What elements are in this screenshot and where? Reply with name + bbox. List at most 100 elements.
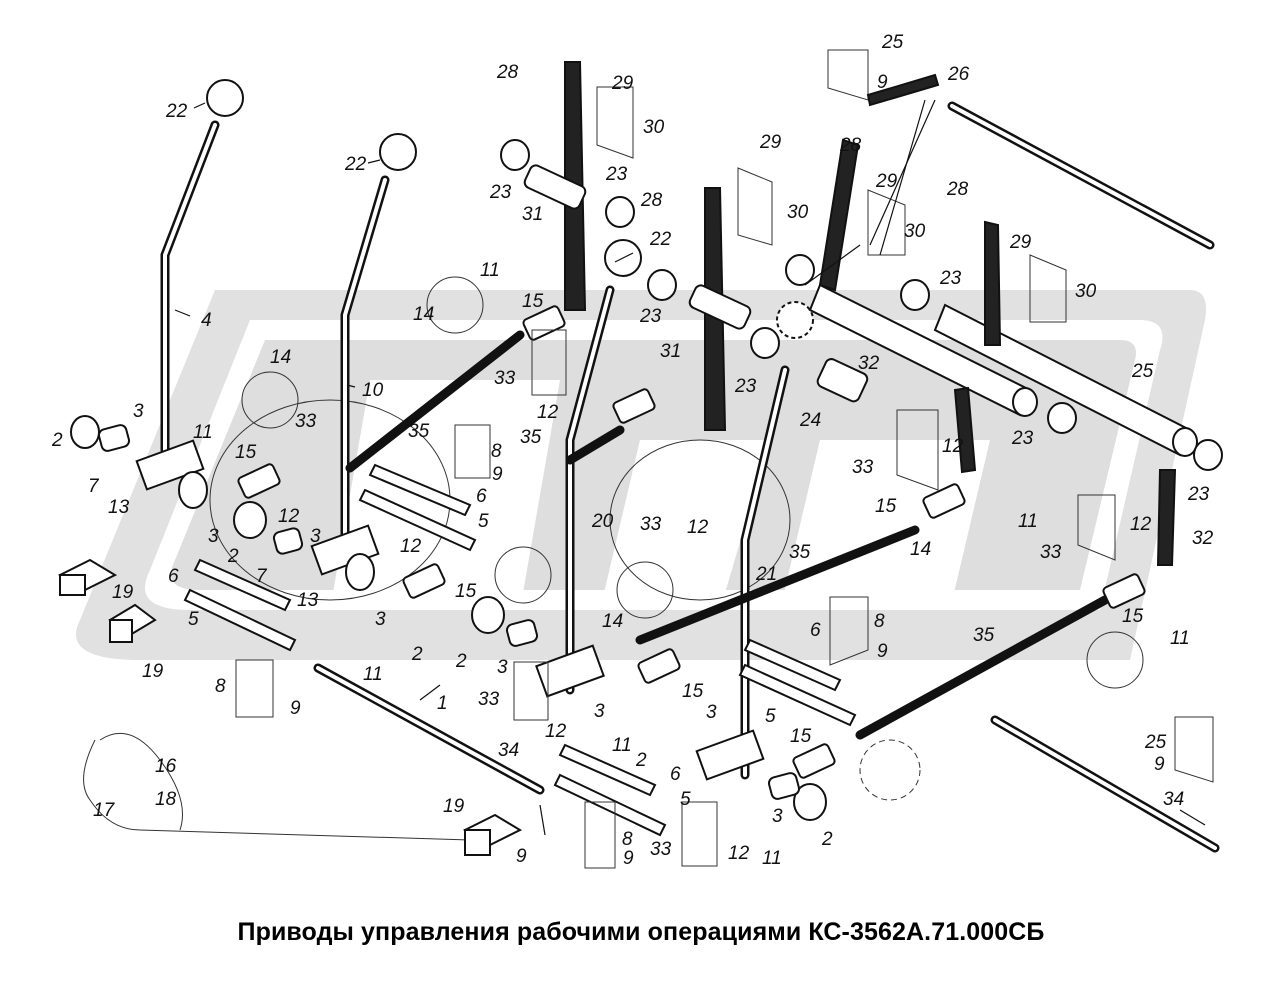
callout-2: 2 [51, 430, 63, 451]
callout-3: 3 [706, 702, 717, 723]
callout-35: 35 [520, 427, 542, 448]
callout-14: 14 [270, 347, 291, 368]
callout-2: 2 [821, 829, 833, 850]
shafts [313, 101, 1220, 853]
callout-33: 33 [478, 689, 500, 710]
callout-35: 35 [973, 625, 995, 646]
callout-3: 3 [497, 657, 508, 678]
callout-6: 6 [168, 566, 179, 587]
callout-11: 11 [480, 260, 500, 281]
callout-30: 30 [643, 117, 665, 138]
callout-25: 25 [1144, 732, 1167, 753]
callout-5: 5 [765, 706, 776, 727]
leader-lines [174, 99, 1206, 836]
callout-35: 35 [789, 542, 811, 563]
callout-11: 11 [762, 848, 782, 869]
callout-22: 22 [165, 101, 188, 122]
callout-31: 31 [522, 204, 543, 225]
callout-8: 8 [874, 611, 885, 632]
clevises-15 [237, 305, 1146, 779]
callout-4: 4 [201, 310, 212, 331]
callout-11: 11 [193, 422, 213, 443]
callout-32: 32 [1192, 528, 1214, 549]
rods-35 [345, 330, 1110, 740]
callout-15: 15 [682, 681, 704, 702]
callout-8: 8 [491, 441, 502, 462]
callout-23: 23 [489, 182, 512, 203]
lever-4 [70, 79, 244, 509]
callout-3: 3 [594, 701, 605, 722]
callout-21: 21 [755, 564, 777, 585]
callout-11: 11 [1018, 511, 1038, 532]
callout-32: 32 [858, 353, 880, 374]
callout-11: 11 [612, 735, 632, 756]
plates [183, 463, 857, 837]
callout-2: 2 [227, 546, 239, 567]
callout-3: 3 [310, 526, 321, 547]
bushings-23 [500, 139, 1223, 471]
callout-35: 35 [408, 421, 430, 442]
callout-18: 18 [155, 789, 177, 810]
callout-3: 3 [772, 806, 783, 827]
callout-7: 7 [88, 476, 100, 497]
callout-5: 5 [478, 511, 489, 532]
callout-26: 26 [947, 64, 970, 85]
callout-23: 23 [605, 164, 628, 185]
callout-8: 8 [215, 676, 226, 697]
callout-10: 10 [362, 380, 384, 401]
callout-1: 1 [437, 693, 448, 714]
callout-14: 14 [602, 611, 623, 632]
callout-19: 19 [142, 661, 164, 682]
callout-14: 14 [413, 304, 434, 325]
callout-15: 15 [1122, 606, 1144, 627]
callout-3: 3 [375, 609, 386, 630]
diagram-caption: Приводы управления рабочими операциями К… [237, 918, 1045, 946]
callout-8: 8 [622, 829, 633, 850]
callout-12: 12 [400, 536, 422, 557]
callout-14: 14 [910, 539, 931, 560]
callout-6: 6 [476, 486, 487, 507]
callout-17: 17 [93, 800, 116, 821]
callout-9: 9 [623, 848, 634, 869]
callout-9: 9 [1154, 754, 1165, 775]
callout-12: 12 [278, 506, 300, 527]
callout-19: 19 [112, 582, 134, 603]
callout-12: 12 [545, 721, 567, 742]
callout-33: 33 [295, 411, 317, 432]
callout-34: 34 [498, 740, 519, 761]
callout-13: 13 [297, 590, 319, 611]
detail-circles [83, 276, 1144, 841]
callout-2: 2 [635, 750, 647, 771]
callout-23: 23 [734, 376, 757, 397]
callout-28: 28 [640, 190, 663, 211]
callout-23: 23 [939, 268, 962, 289]
callout-12: 12 [1130, 514, 1152, 535]
callout-2: 2 [455, 651, 467, 672]
callout-19: 19 [443, 796, 465, 817]
lever-10 [233, 133, 417, 591]
callout-13: 13 [108, 497, 130, 518]
callout-30: 30 [904, 221, 926, 242]
detail-boxes [235, 49, 1214, 869]
callout-15: 15 [235, 442, 257, 463]
callout-29: 29 [875, 171, 898, 192]
callout-5: 5 [188, 609, 199, 630]
callout-31: 31 [660, 341, 681, 362]
callout-2: 2 [411, 644, 423, 665]
callout-12: 12 [942, 436, 964, 457]
callout-3: 3 [133, 401, 144, 422]
callout-28: 28 [496, 62, 519, 83]
callout-29: 29 [611, 73, 634, 94]
callout-22: 22 [649, 229, 672, 250]
callout-20: 20 [591, 511, 614, 532]
callout-15: 15 [522, 291, 544, 312]
callout-12: 12 [687, 517, 709, 538]
callout-34: 34 [1163, 789, 1184, 810]
callout-23: 23 [1187, 484, 1210, 505]
callout-33: 33 [1040, 542, 1062, 563]
callout-22: 22 [344, 154, 367, 175]
callout-28: 28 [946, 179, 969, 200]
callout-29: 29 [759, 132, 782, 153]
lever-20 [471, 239, 642, 698]
callout-33: 33 [640, 514, 662, 535]
